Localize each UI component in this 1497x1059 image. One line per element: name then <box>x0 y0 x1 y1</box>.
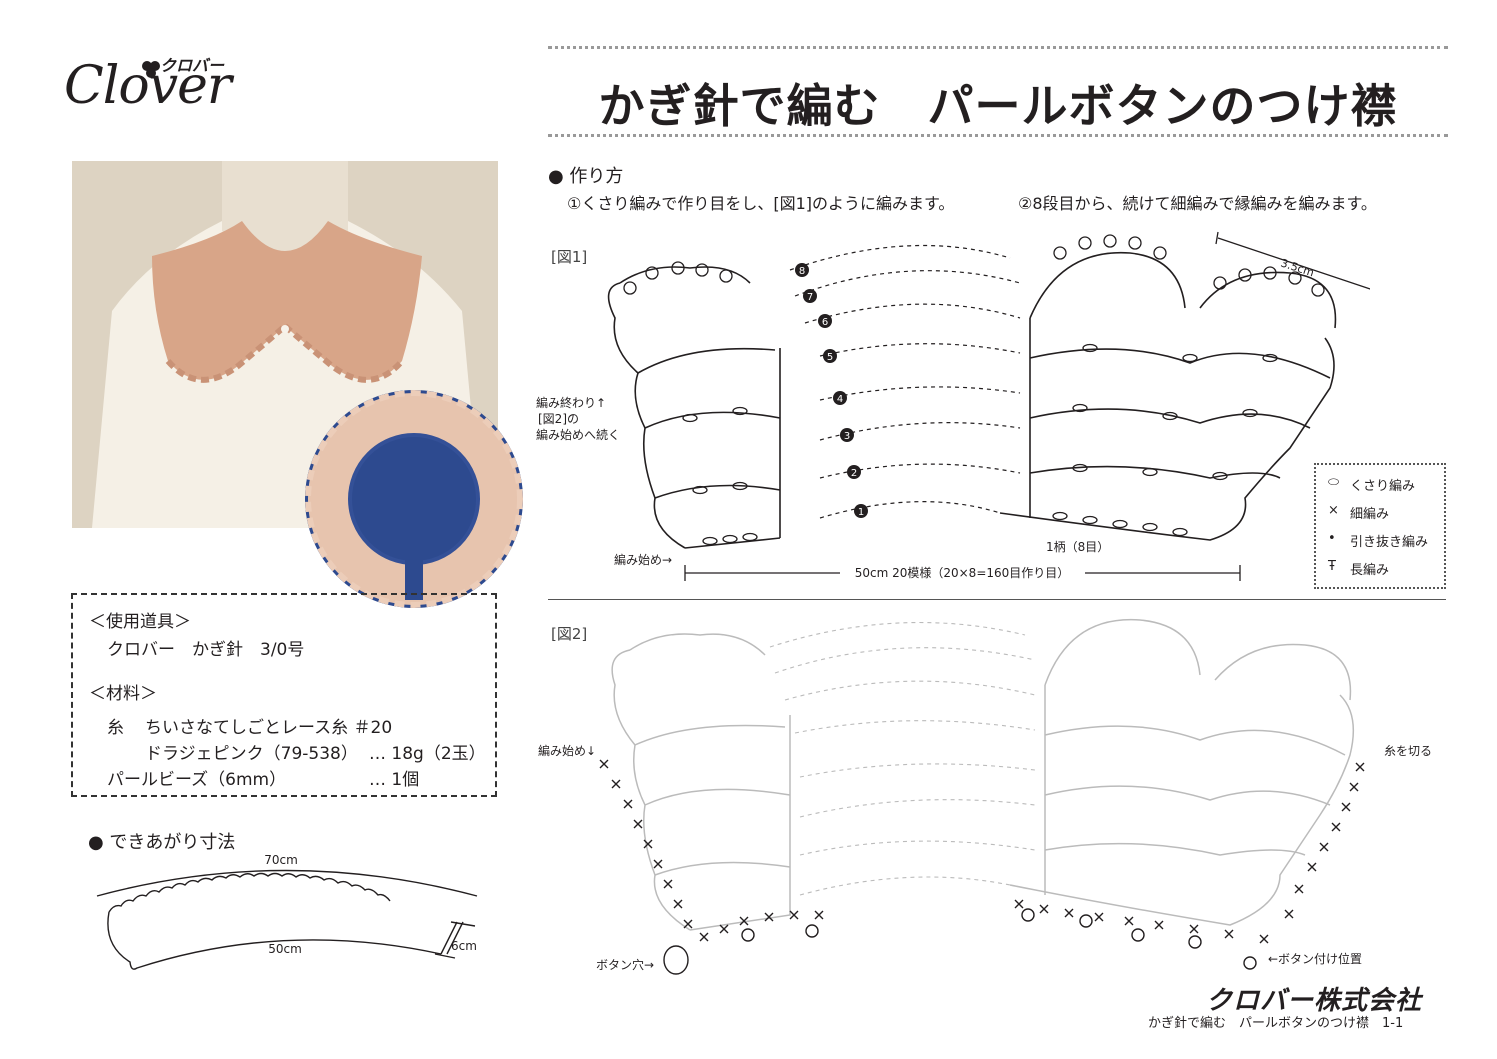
legend-single-crochet: 細編み <box>1350 507 1390 522</box>
row-number: 4 <box>837 394 843 405</box>
fig1-end-note-3: 編み始めへ続く <box>536 428 621 442</box>
crochet-chart-1: 1 2 3 4 5 6 7 8 3.5cm 50cm 20模様（20×8=160… <box>607 231 1370 582</box>
finished-size-heading: ● できあがり寸法 <box>88 832 236 853</box>
title-rule-bottom <box>548 134 1448 137</box>
fig2-label: [図2] <box>551 625 588 643</box>
fig1-end-note-1: 編み終わり↑ <box>536 396 607 410</box>
legend-slip-stitch: 引き抜き編み <box>1350 535 1429 550</box>
fig2-cut-label: 糸を切る <box>1384 744 1433 758</box>
collar-flat-photo <box>305 390 523 608</box>
row-number: 5 <box>827 352 833 363</box>
title-rule-top <box>548 46 1448 49</box>
section-divider <box>548 599 1446 600</box>
row-number: 6 <box>822 317 828 328</box>
symbol-legend: ⬭ くさり編み × 細編み • 引き抜き編み Ŧ 長編み <box>1314 463 1446 589</box>
clover-leaf-icon <box>142 61 160 78</box>
page-title: かぎ針で編む パールボタンのつけ襟 <box>598 79 1398 133</box>
yarn-label: 糸 <box>107 718 124 738</box>
fig1-end-note-2: [図2]の <box>538 412 579 426</box>
double-crochet-icon: Ŧ <box>1328 559 1336 574</box>
row-number: 3 <box>844 431 850 442</box>
step-2: ②8段目から、続けて細編みで縁編みを編みます。 <box>1018 194 1377 213</box>
clover-logo-jp: クロバー <box>160 56 225 75</box>
row-number: 1 <box>858 507 864 518</box>
depth: 6cm <box>451 939 477 953</box>
yarn-color: ドラジェピンク（79-538） <box>145 744 358 764</box>
slip-stitch-icon: • <box>1328 531 1336 546</box>
step-1: ①くさり編みで作り目をし、[図1]のように編みます。 <box>567 194 955 213</box>
legend-double-crochet: 長編み <box>1350 563 1390 578</box>
fig1-width-label: 50cm 20模様（20×8=160目作り目） <box>855 566 1070 580</box>
chain-symbol-icon: ⬭ <box>1328 475 1340 490</box>
single-crochet-icon: × <box>1328 503 1339 518</box>
row-number: 7 <box>807 292 813 303</box>
button-position-label: ←ボタン付け位置 <box>1268 952 1363 966</box>
bead-qty: … 1個 <box>369 770 420 790</box>
inner-length: 50cm <box>268 942 302 956</box>
fig1-label: [図1] <box>551 248 588 266</box>
tools-heading: ＜使用道具＞ <box>89 612 191 632</box>
legend-chain: くさり編み <box>1350 479 1416 494</box>
outer-length: 70cm <box>264 853 298 867</box>
bead-name: パールビーズ（6mm） <box>107 770 287 790</box>
method-heading: ● 作り方 <box>548 166 624 187</box>
crochet-chart-2 <box>599 618 1365 975</box>
yarn-name: ちいさなてしごとレース糸 ＃20 <box>145 718 393 738</box>
row-number: 2 <box>851 468 857 479</box>
company-name: クロバー株式会社 <box>1206 986 1423 1016</box>
tools-materials-box: ＜使用道具＞ クロバー かぎ針 3/0号 ＜材料＞ 糸 ちいさなてしごとレース糸… <box>71 593 497 797</box>
edging-marks <box>599 759 1365 944</box>
row-number: 8 <box>799 266 805 277</box>
page-footer: かぎ針で編む パールボタンのつけ襟 1-1 <box>1148 1016 1404 1031</box>
yarn-qty: … 18g（2玉） <box>369 744 486 764</box>
fig1-repeat-label: 1柄（8目） <box>1046 540 1110 554</box>
fig2-start-label: 編み始め↓ <box>538 744 597 758</box>
button-hole-label: ボタン穴→ <box>596 958 655 972</box>
size-3-5cm: 3.5cm <box>1279 256 1316 279</box>
materials-heading: ＜材料＞ <box>89 684 157 704</box>
fig1-start-label: 編み始め→ <box>614 553 673 567</box>
tool-item: クロバー かぎ針 3/0号 <box>107 640 305 660</box>
finished-size-diagram: 70cm 50cm 6cm <box>96 853 478 970</box>
